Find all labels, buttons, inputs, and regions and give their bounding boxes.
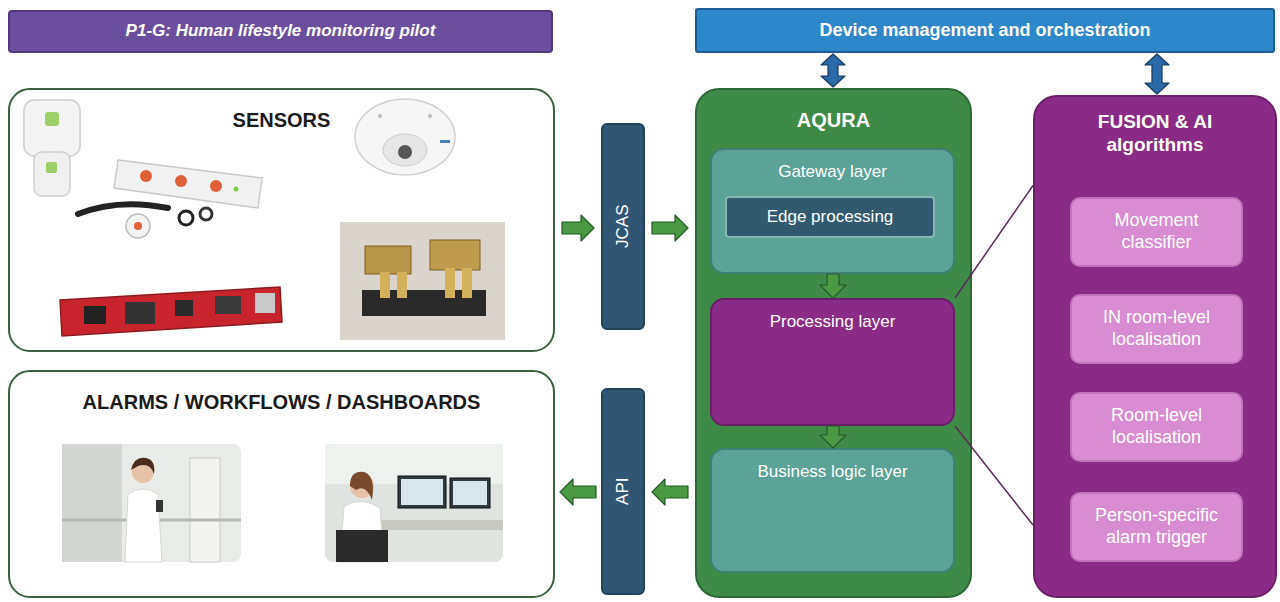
label-text: IN room-level localisation <box>1081 307 1233 350</box>
desk <box>380 520 503 530</box>
heading-text: Business logic layer <box>751 462 913 482</box>
block-arrow <box>820 426 846 448</box>
heading-text: Gateway layer <box>772 162 893 182</box>
ring <box>200 208 212 220</box>
corridor-wall <box>62 444 122 562</box>
pcb-chip <box>175 300 193 316</box>
label-text: JCAS <box>613 205 633 248</box>
ring <box>179 211 193 225</box>
sensor-strip <box>114 160 262 208</box>
alarms-panel: ALARMS / WORKFLOWS / DASHBOARDS <box>8 370 555 598</box>
photo-ground <box>340 222 505 340</box>
circuit-board <box>60 287 282 336</box>
block-arrow <box>652 215 688 241</box>
label-text: API <box>613 478 633 505</box>
label-text: Room-level localisation <box>1081 405 1233 448</box>
corridor-door <box>190 458 220 562</box>
strip-button <box>175 175 187 187</box>
monitor <box>450 478 490 508</box>
camera-led <box>428 114 432 118</box>
camera-body <box>355 99 455 175</box>
office-chair <box>336 530 388 562</box>
camera-logo <box>440 140 450 143</box>
brass-connector <box>380 272 390 298</box>
title-text: P1-G: Human lifestyle monitoring pilot <box>126 21 436 41</box>
camera-lens <box>398 145 412 159</box>
block-arrow <box>652 479 688 505</box>
algorithm-box: Room-level localisation <box>1070 392 1243 462</box>
block-arrow <box>1145 54 1169 94</box>
monitor-screen <box>401 479 443 505</box>
brass-block <box>430 240 480 270</box>
algorithm-box: Movement classifier <box>1070 197 1243 267</box>
heading-text: SENSORS <box>227 108 337 132</box>
brass-block <box>365 246 411 274</box>
pcb <box>60 287 282 336</box>
api-bar: API <box>601 388 645 595</box>
photo-ground <box>325 444 503 562</box>
label-text: Device management and orchestration <box>813 20 1156 42</box>
monitor-screen <box>453 481 487 505</box>
gateway-device <box>24 100 80 156</box>
brass-connector <box>445 268 455 298</box>
strip-led <box>234 187 239 192</box>
nurse-desk-photo <box>325 444 503 562</box>
heading-text: FUSION & AI algorithms <box>1064 111 1246 157</box>
camera-led <box>378 114 382 118</box>
block-arrow <box>821 54 845 87</box>
phone <box>156 500 163 512</box>
pcb-chip <box>125 302 155 324</box>
pcb-chip <box>84 306 106 324</box>
strip-button <box>140 170 152 182</box>
device-led <box>45 112 59 126</box>
strip-button <box>210 180 222 192</box>
device-led <box>46 162 57 173</box>
monitor <box>398 476 446 508</box>
photo-ground <box>62 444 241 562</box>
gateway-layer: Gateway layerEdge processing <box>710 148 955 274</box>
clip-device <box>126 214 150 238</box>
callout-line <box>955 186 1033 298</box>
antenna-photo <box>340 222 505 340</box>
sensors-panel: SENSORS <box>8 88 555 352</box>
algorithm-box: Person-specific alarm trigger <box>1070 492 1243 562</box>
heading-text: Processing layer <box>764 312 902 332</box>
nurse-body <box>125 489 162 562</box>
block-arrow <box>820 274 846 298</box>
fusion-panel: FUSION & AI algorithmsMovement classifie… <box>1033 95 1277 598</box>
nurse-hair <box>131 458 154 474</box>
aqura-platform: AQURA Gateway layerEdge processingProcess… <box>695 88 972 598</box>
wearable-devices <box>24 100 262 238</box>
block-arrow <box>560 479 596 505</box>
callout-line <box>955 426 1033 525</box>
gateway-device <box>34 152 70 196</box>
processing-layer: Processing layer <box>710 298 955 426</box>
heading-text: ALARMS / WORKFLOWS / DASHBOARDS <box>77 390 487 414</box>
pcb-chip <box>215 296 241 314</box>
jcas-bar: JCAS <box>601 123 645 330</box>
edge-processing-box: Edge processing <box>725 196 935 238</box>
title-bar: P1-G: Human lifestyle monitoring pilot <box>8 10 553 53</box>
heading-text: AQURA <box>791 108 876 132</box>
wrist-band <box>78 204 168 214</box>
label-text: Movement classifier <box>1081 210 1233 253</box>
nurse-corridor-photo <box>62 444 241 562</box>
pcb-connector <box>255 293 275 313</box>
clip-button <box>134 222 142 230</box>
camera-dome <box>383 134 427 166</box>
management-bar: Device management and orchestration <box>695 8 1275 53</box>
algorithm-box: IN room-level localisation <box>1070 294 1243 364</box>
label-text: Person-specific alarm trigger <box>1081 505 1233 548</box>
business-logic-layer: Business logic layer <box>710 448 955 573</box>
dome-camera <box>355 99 455 175</box>
label-text: Edge processing <box>761 207 900 227</box>
block-arrow <box>562 215 594 241</box>
nurse-hair <box>350 472 373 500</box>
brass-connector <box>397 272 407 298</box>
brass-connector <box>462 268 472 298</box>
